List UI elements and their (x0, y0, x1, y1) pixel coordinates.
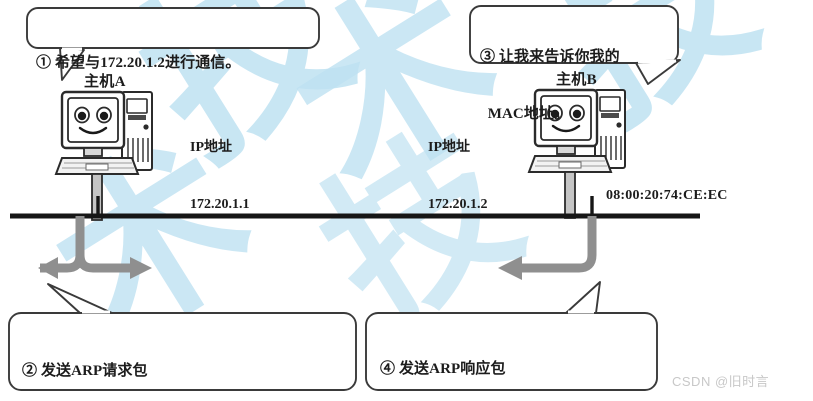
host-b-ip-value: 172.20.1.2 (428, 197, 488, 212)
host-a-ip-title: IP地址 (190, 140, 232, 155)
arp-reply-arrow (520, 216, 597, 273)
bubble-3-text: ③ 让我来告诉你我的 MAC地址。 (480, 10, 680, 162)
bubble-2-text: ② 发送ARP请求包 目标IP地址=172.20.1.2 MAC地址=? (22, 324, 342, 401)
arp-request-broadcast-arrow (40, 216, 132, 273)
bubble-1-text: ① 希望与172.20.1.2进行通信。 (36, 16, 314, 111)
speech-bubble-2 (8, 283, 357, 391)
speech-bubble-1 (26, 7, 320, 81)
arp-reply-arrowhead (498, 256, 522, 280)
arp-request-arrowheads (38, 257, 152, 279)
host-b-ip-block: IP地址 172.20.1.2 (428, 100, 488, 252)
bubble-4-line-1: ④ 发送ARP响应包 (380, 361, 506, 377)
host-b-mac-address: 08:00:20:74:CE:EC (606, 188, 728, 203)
bubble-1-line-1: ① 希望与172.20.1.2进行通信。 (36, 55, 241, 71)
host-a-label: 主机A (84, 74, 126, 90)
network-bus-line (10, 196, 700, 219)
host-b-ip-title: IP地址 (428, 140, 470, 155)
host-a-computer-icon (54, 90, 154, 222)
bubble-3-line-2: MAC地址。 (480, 106, 570, 122)
bubble-3-line-1: ③ 让我来告诉你我的 (480, 49, 620, 65)
host-b-label: 主机B (556, 72, 597, 88)
host-a-ip-block: IP地址 172.20.1.1 (190, 100, 250, 252)
csdn-watermark-credit: CSDN @旧时言 (672, 374, 770, 389)
speech-bubble-3 (469, 5, 681, 85)
bubble-2-line-1: ② 发送ARP请求包 (22, 363, 148, 379)
bubble-4-text: ④ 发送ARP响应包 172.20.1.2的MAC地址为 08:00:20:74… (380, 322, 652, 401)
speech-bubble-4 (365, 281, 658, 391)
host-a-ip-value: 172.20.1.1 (190, 197, 250, 212)
